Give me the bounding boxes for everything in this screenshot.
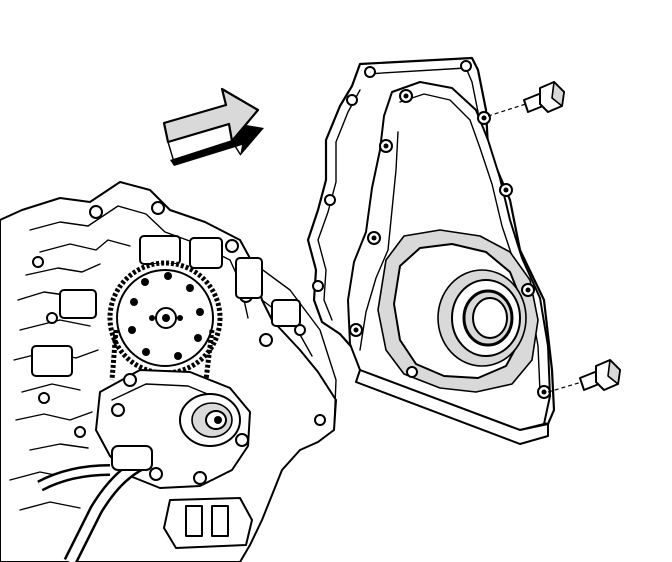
direction-arrow xyxy=(162,87,264,166)
engine-front-cover xyxy=(347,81,551,445)
lower-cover-bolt xyxy=(547,359,621,393)
crankshaft-seal xyxy=(437,269,527,367)
upper-cover-bolt xyxy=(487,81,565,117)
oil-pump xyxy=(37,369,253,562)
